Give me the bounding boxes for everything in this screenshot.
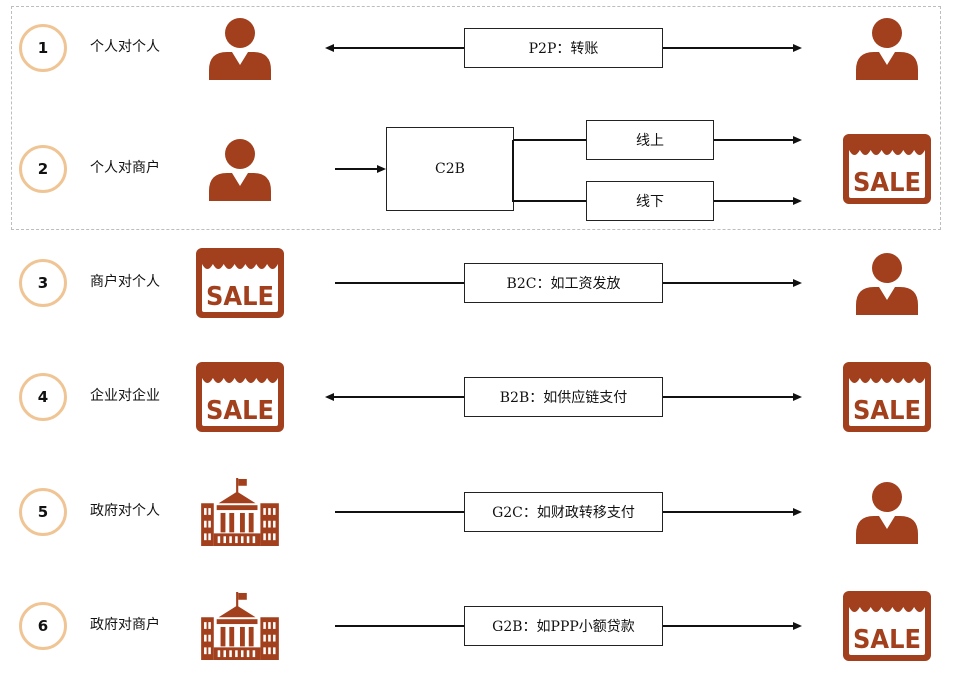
flow-label-box: B2C：如工资发放 <box>464 263 663 303</box>
arrowhead-left <box>325 43 334 52</box>
flow-row-4: 4 企业对企业 B2B：如供应链支付 <box>0 341 960 453</box>
payer-government-icon <box>201 478 279 546</box>
flow-label-box: B2B：如供应链支付 <box>464 377 663 417</box>
flow-row-1: 1 个人对个人 P2P：转账 <box>0 0 960 104</box>
payee-store-icon <box>843 362 931 432</box>
row-number-badge: 6 <box>19 602 67 650</box>
c2b-box: C2B <box>386 127 514 211</box>
arrowhead-right <box>793 196 802 205</box>
arrowhead-right <box>793 278 802 287</box>
payee-person-icon <box>855 16 919 80</box>
row-label: 商户对个人 <box>90 274 160 290</box>
payer-store-icon <box>196 248 284 318</box>
row-number-badge: 3 <box>19 259 67 307</box>
row-number-badge: 5 <box>19 488 67 536</box>
flow-row-5: 5 政府对个人 G2C：如财政转移支付 <box>0 456 960 568</box>
branch-box-offline: 线下 <box>586 181 714 221</box>
arrowhead-right <box>793 392 802 401</box>
retail-payments-group <box>11 6 941 230</box>
row-label: 政府对商户 <box>90 617 160 633</box>
row-label: 个人对商户 <box>90 160 160 176</box>
arrowhead-right <box>793 621 802 630</box>
connector-line <box>512 140 514 202</box>
payee-person-icon <box>855 251 919 315</box>
row-number-badge: 2 <box>19 145 67 193</box>
flow-label-box: G2C：如财政转移支付 <box>464 492 663 532</box>
flow-label-box: P2P：转账 <box>464 28 663 68</box>
arrowhead-right <box>793 507 802 516</box>
arrow-line <box>335 168 384 170</box>
row-label: 政府对个人 <box>90 503 160 519</box>
row-number-badge: 1 <box>19 24 67 72</box>
payee-store-icon <box>843 134 931 204</box>
flow-row-2: 2 个人对商户 C2B 线上线下 <box>0 113 960 225</box>
payee-person-icon <box>855 480 919 544</box>
branch-box-online: 线上 <box>586 120 714 160</box>
row-label: 个人对个人 <box>90 39 160 55</box>
payer-person-icon <box>208 137 272 201</box>
flow-row-3: 3 商户对个人 B2C：如工资发放 <box>0 227 960 339</box>
arrowhead-right <box>377 164 386 173</box>
payee-store-icon <box>843 591 931 661</box>
payer-government-icon <box>201 592 279 660</box>
arrowhead-right <box>793 43 802 52</box>
flow-label-box: G2B：如PPP小额贷款 <box>464 606 663 646</box>
arrowhead-left <box>325 392 334 401</box>
row-number-badge: 4 <box>19 373 67 421</box>
arrowhead-right <box>793 135 802 144</box>
flow-row-6: 6 政府对商户 G2B：如PPP小额贷款 <box>0 570 960 682</box>
payer-person-icon <box>208 16 272 80</box>
row-label: 企业对企业 <box>90 388 160 404</box>
payer-store-icon <box>196 362 284 432</box>
